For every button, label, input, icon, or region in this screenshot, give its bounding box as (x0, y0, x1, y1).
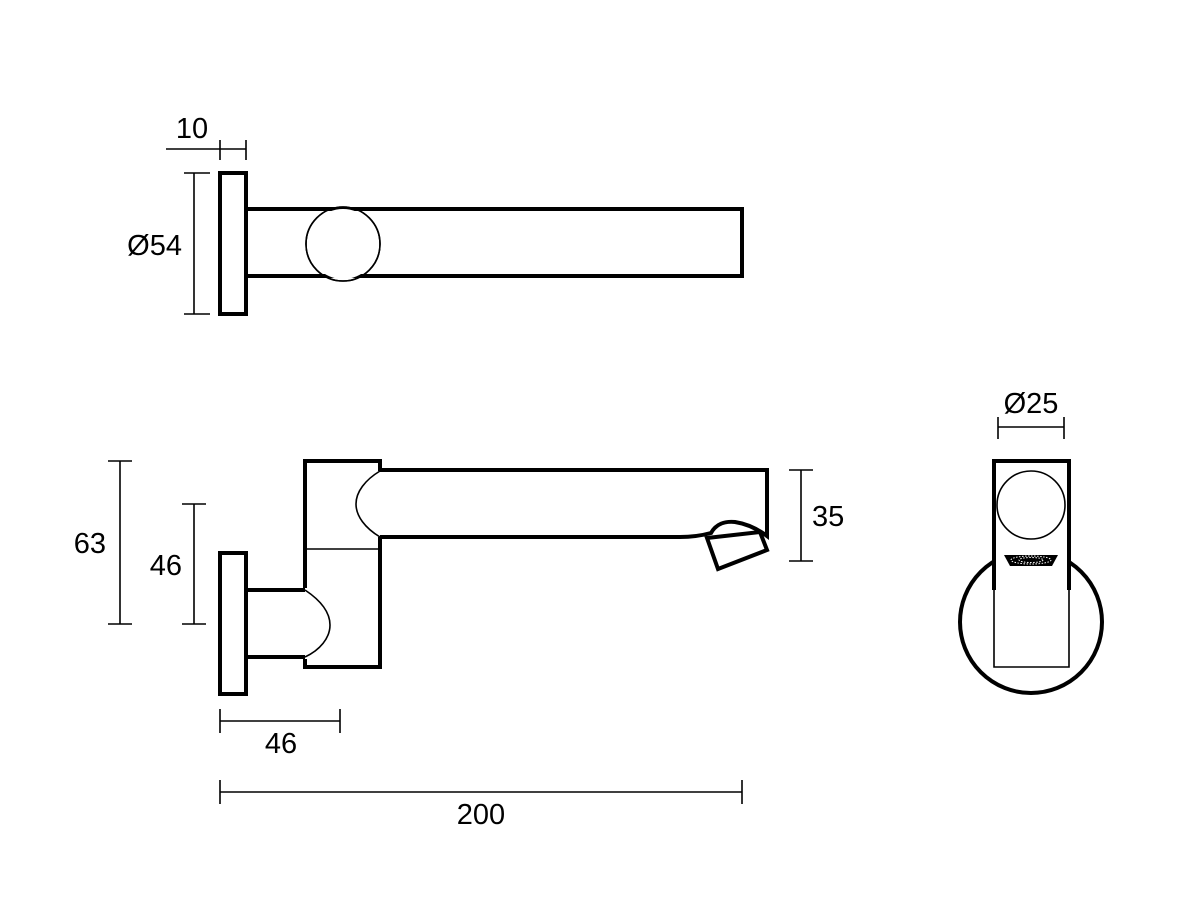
dim-inlet-height: 46 (150, 503, 206, 625)
dim-label-spout-height: 35 (812, 501, 844, 533)
front-view-body (992, 459, 1071, 590)
side-view-swivel-body (303, 459, 382, 669)
dim-label-inlet-projection: 46 (265, 728, 297, 760)
side-view: 63 46 35 46 200 (74, 459, 844, 831)
dim-label-total-projection: 200 (457, 799, 505, 831)
dim-inlet-projection: 46 (219, 709, 341, 760)
dim-total-height: 63 (74, 460, 132, 625)
dim-label-total-height: 63 (74, 528, 106, 560)
side-view-spout (380, 468, 769, 540)
dim-flange-diameter: Ø54 (127, 172, 210, 315)
dim-label-flange-diameter: Ø54 (127, 230, 182, 262)
dim-label-spout-diameter: Ø25 (1004, 388, 1059, 420)
front-view: Ø25 (958, 388, 1104, 695)
top-view-spout-body (246, 207, 744, 278)
dim-spout-diameter: Ø25 (997, 388, 1065, 439)
dim-spout-height: 35 (789, 469, 844, 562)
side-view-aerator (704, 529, 770, 572)
top-view-wall-flange (218, 171, 248, 316)
dim-label-flange-thickness: 10 (176, 113, 208, 145)
front-view-aerator-outlet (1004, 555, 1058, 566)
dim-total-projection: 200 (219, 780, 743, 831)
top-view: 10 Ø54 (127, 113, 744, 316)
dim-label-inlet-height: 46 (150, 550, 182, 582)
side-view-inlet-arm (246, 588, 305, 659)
side-view-wall-flange (218, 551, 248, 696)
front-view-spout-end (996, 470, 1066, 540)
dim-flange-thickness: 10 (166, 113, 247, 160)
